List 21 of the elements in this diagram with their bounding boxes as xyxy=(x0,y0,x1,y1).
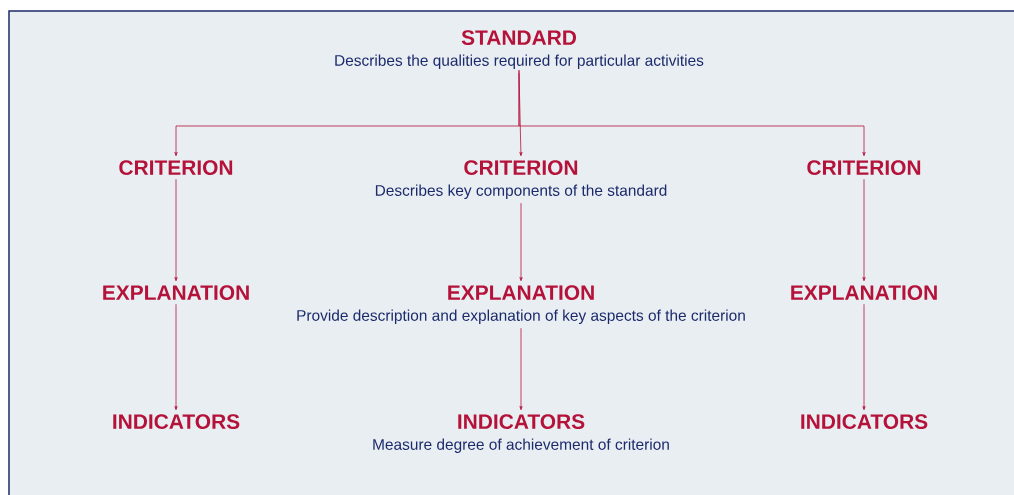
node-heading: INDICATORS xyxy=(113,414,240,429)
arrow xyxy=(862,178,866,282)
node-description: Describes the qualities required for particular activities xyxy=(335,54,704,69)
node-heading: EXPLANATION xyxy=(103,285,249,300)
node-heading: CRITERION xyxy=(119,160,233,175)
arrow xyxy=(519,202,523,282)
node-description: Describes key components of the standard xyxy=(375,184,667,199)
arrow xyxy=(174,303,178,411)
node-heading: CRITERION xyxy=(464,160,578,175)
arrow xyxy=(518,69,866,157)
node-heading: STANDARD xyxy=(461,30,577,45)
node-heading: INDICATORS xyxy=(801,414,928,429)
arrow xyxy=(862,303,866,411)
arrow xyxy=(174,178,178,282)
node-description: Measure degree of achievement of criterion xyxy=(373,438,669,453)
node-heading: EXPLANATION xyxy=(791,285,937,300)
arrow xyxy=(519,327,523,411)
node-heading: EXPLANATION xyxy=(448,285,594,300)
node-heading: INDICATORS xyxy=(458,414,585,429)
node-heading: CRITERION xyxy=(807,160,921,175)
node-description: Provide description and explanation of key aspects of the criterion xyxy=(297,309,745,324)
